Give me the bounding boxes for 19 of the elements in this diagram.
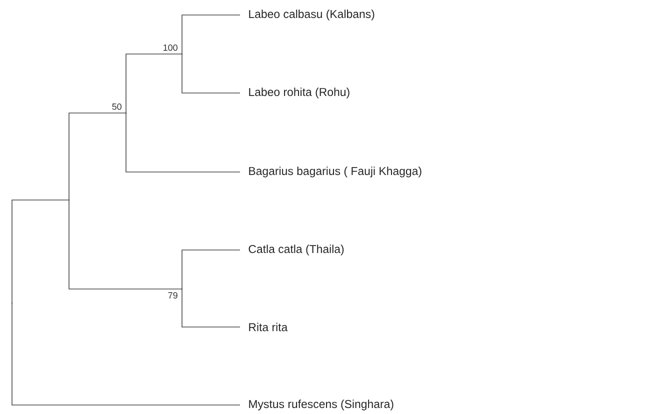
tree-branch <box>126 112 240 172</box>
species-label: Catla catla (Thaila) <box>248 244 344 256</box>
species-label: Mystus rufescens (Singhara) <box>249 400 394 410</box>
tree-branch <box>12 302 240 406</box>
tree-branch <box>12 200 70 304</box>
tree-branch <box>182 250 240 290</box>
species-label: Rita rita <box>249 322 288 332</box>
tree-branch <box>182 54 240 94</box>
bootstrap-value: 100 <box>164 44 178 51</box>
species-label: Bagarius bagarius ( Fauji Khagga) <box>249 166 422 178</box>
tree-branch <box>182 14 240 54</box>
tree-branch <box>68 200 182 290</box>
species-label: Labeo calbasu (Kalbans) <box>249 10 374 20</box>
bootstrap-value: 79 <box>168 292 178 299</box>
tree-branch <box>126 54 182 114</box>
tree-branch <box>182 288 240 328</box>
tree-branch <box>68 112 126 200</box>
bootstrap-value: 50 <box>112 103 122 110</box>
species-label: Labeo rohita (Rohu) <box>249 88 350 98</box>
